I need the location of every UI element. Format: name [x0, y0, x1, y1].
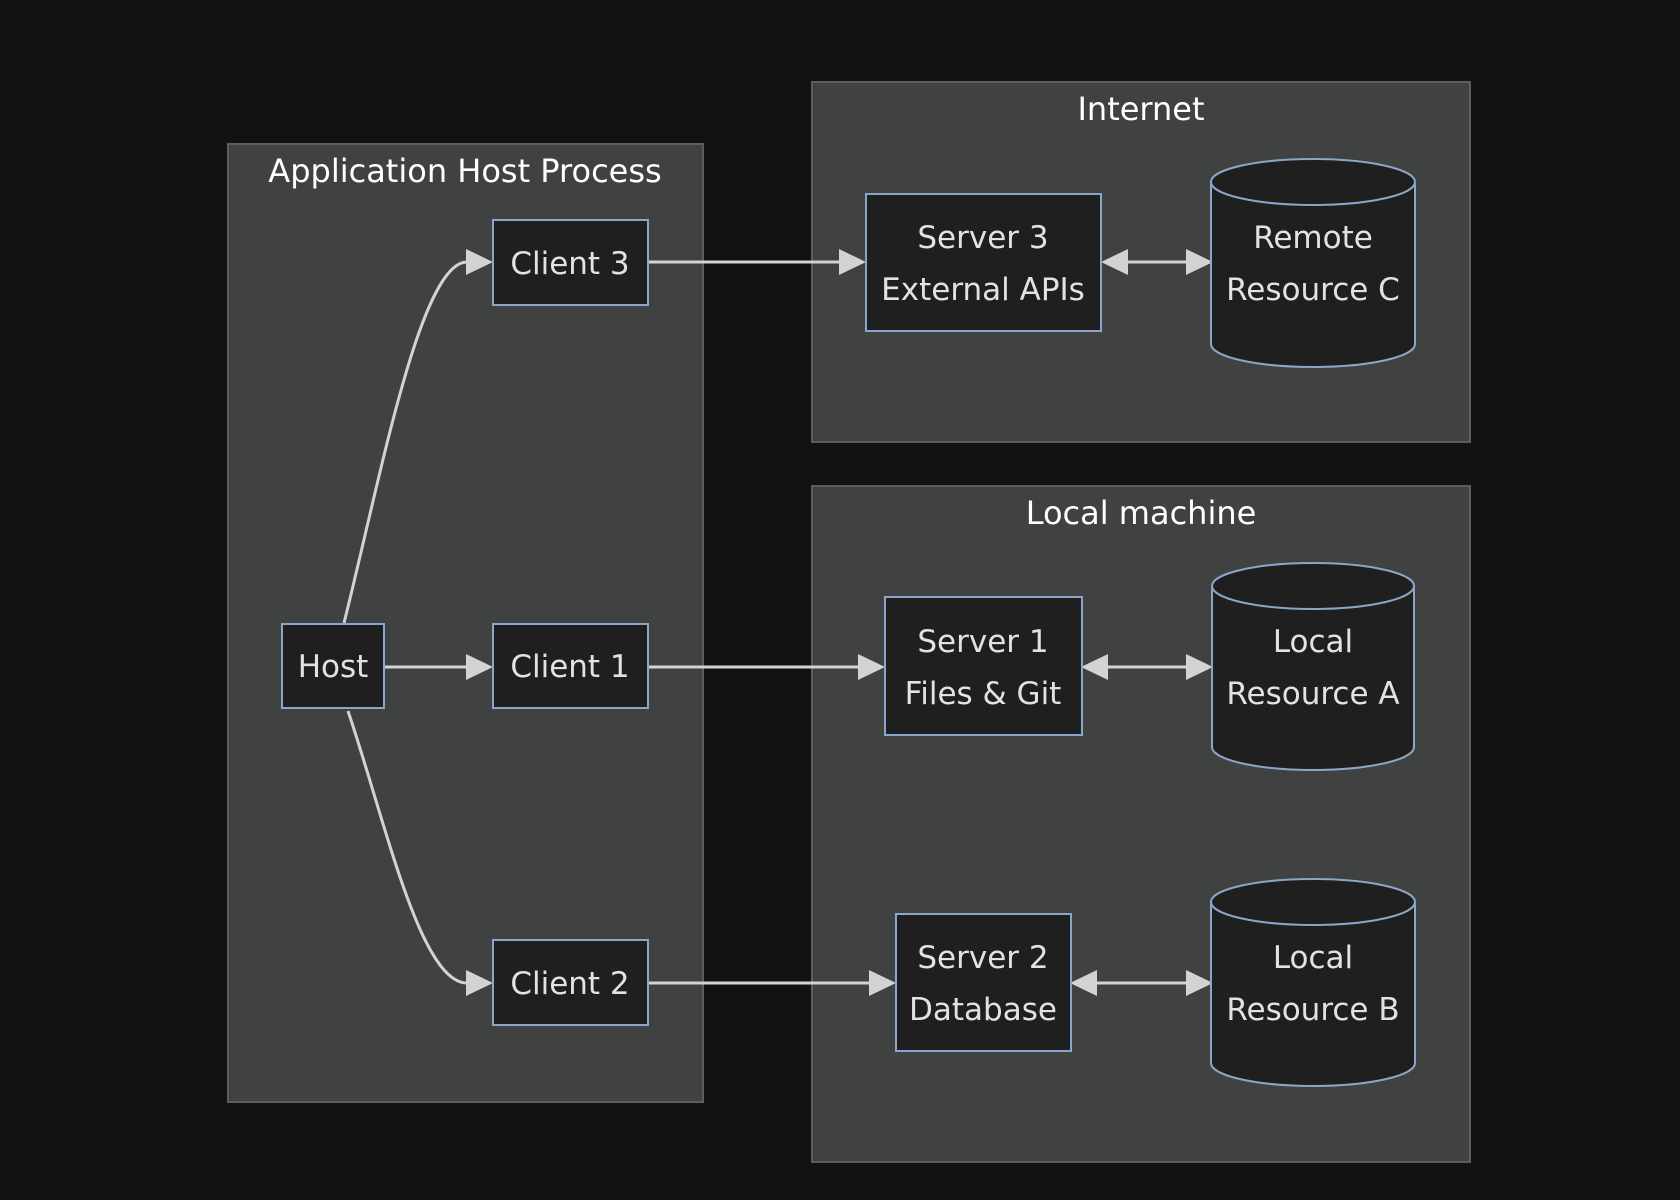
node-client-2-label: Client 2	[510, 966, 629, 1002]
arrowhead-client3	[466, 249, 493, 275]
arrowhead-server2	[869, 970, 896, 996]
node-remote-resource-c[interactable]: Remote Resource C	[1210, 158, 1416, 368]
arrowhead-server1-left	[1081, 654, 1108, 680]
arrowhead-client2	[466, 970, 493, 996]
arrowhead-server2-left	[1070, 970, 1097, 996]
node-host[interactable]: Host	[281, 623, 385, 709]
node-local-resource-b[interactable]: Local Resource B	[1210, 878, 1416, 1087]
node-server-2-line1: Server 2	[917, 940, 1048, 976]
arrowhead-resa	[1186, 654, 1213, 680]
node-client-1[interactable]: Client 1	[492, 623, 649, 709]
node-local-resource-a-line1: Local	[1273, 624, 1353, 660]
arrowhead-server1	[858, 654, 885, 680]
arrowhead-resc	[1186, 249, 1213, 275]
node-server-1-line2: Files & Git	[905, 676, 1062, 712]
arrowhead-server3-left	[1101, 249, 1128, 275]
edge-host-client2	[346, 710, 468, 985]
edges	[342, 260, 1186, 985]
group-title-internet: Internet	[1077, 90, 1204, 128]
node-local-resource-a[interactable]: Local Resource A	[1211, 562, 1415, 771]
arrowhead-server3	[839, 249, 866, 275]
node-server-3-line1: Server 3	[917, 220, 1048, 256]
node-server-3-line2: External APIs	[881, 272, 1085, 308]
node-server-1[interactable]: Server 1 Files & Git	[884, 596, 1083, 736]
node-client-3-label: Client 3	[510, 246, 629, 282]
arrowhead-client1	[466, 654, 493, 680]
group-title-local-machine: Local machine	[1026, 494, 1257, 532]
group-title-application-host-process: Application Host Process	[268, 152, 661, 190]
edge-host-client3	[342, 260, 468, 624]
node-remote-resource-c-line2: Resource C	[1226, 272, 1400, 308]
node-server-1-line1: Server 1	[917, 624, 1048, 660]
node-client-3[interactable]: Client 3	[492, 219, 649, 306]
arrowhead-resb	[1186, 970, 1213, 996]
node-local-resource-b-line1: Local	[1273, 940, 1353, 976]
node-client-2[interactable]: Client 2	[492, 939, 649, 1026]
node-host-label: Host	[298, 649, 369, 685]
node-server-2-line2: Database	[909, 992, 1057, 1028]
node-client-1-label: Client 1	[510, 649, 629, 685]
arrowheads	[466, 249, 1213, 996]
node-server-3[interactable]: Server 3 External APIs	[865, 193, 1102, 332]
node-local-resource-a-line2: Resource A	[1226, 676, 1399, 712]
node-server-2[interactable]: Server 2 Database	[895, 913, 1072, 1052]
node-local-resource-b-line2: Resource B	[1226, 992, 1399, 1028]
node-remote-resource-c-line1: Remote	[1253, 220, 1373, 256]
